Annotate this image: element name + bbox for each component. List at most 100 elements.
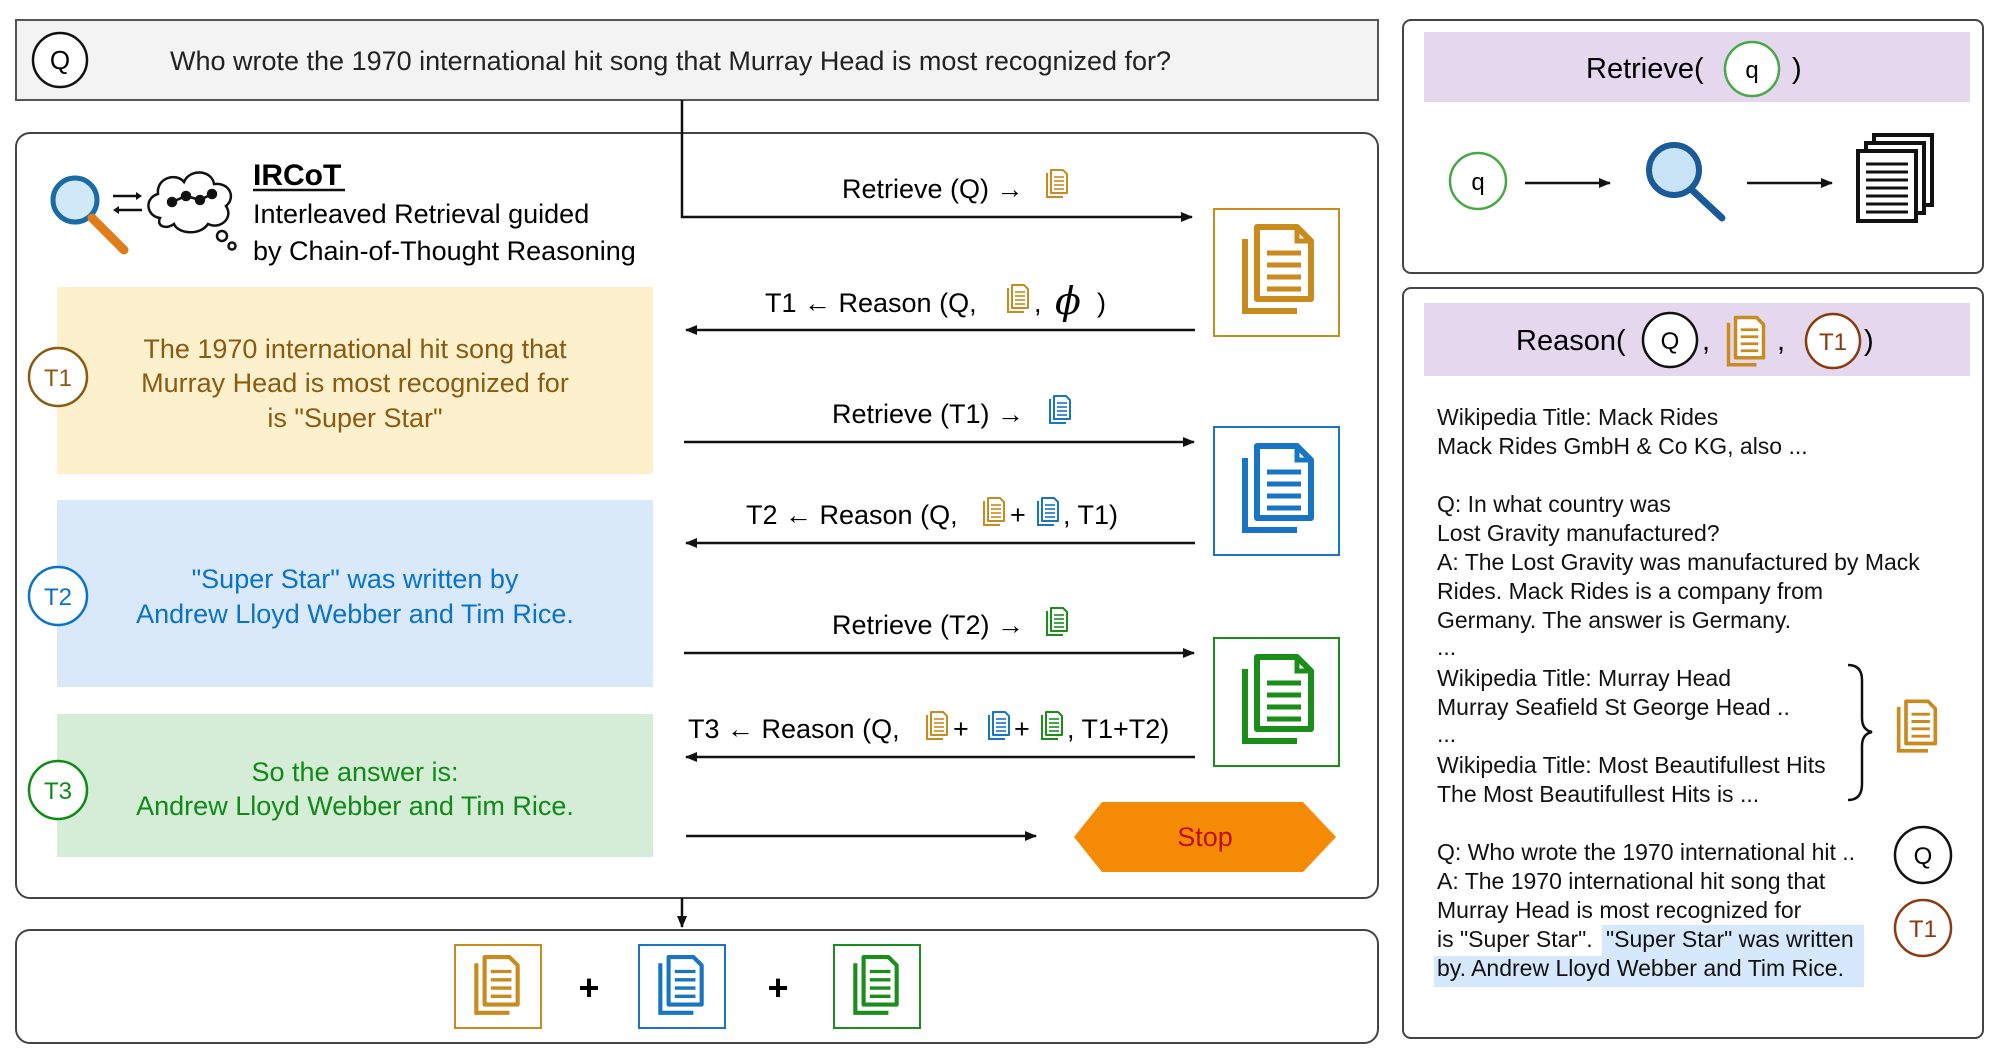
step-reason-t2-doc-orange-icon: [982, 496, 1006, 527]
thought-t2-box: [57, 500, 653, 687]
step-reason-t3-label-pre: T3 ← Reason (Q,: [688, 714, 900, 744]
reason-panel-q-marker: [1641, 311, 1699, 369]
prompt-line: Wikipedia Title: Most Beautifullest Hits: [1437, 752, 1826, 778]
reason-panel-sep2: ,: [1777, 325, 1785, 357]
step-reason-t2-plus: +: [1010, 500, 1026, 530]
retrieve-panel-q-label: q: [1745, 57, 1758, 84]
retriever-search-icon: [1646, 142, 1726, 222]
thought-cloud-icon: [147, 171, 237, 251]
prompt-line: Q: Who wrote the 1970 international hit …: [1437, 839, 1855, 865]
step-retrieve-q-doc-icon: [1045, 168, 1069, 199]
question-marker: [31, 31, 89, 89]
prompt-line: The Most Beautifullest Hits is ...: [1437, 781, 1759, 807]
thought-t1-marker: [27, 346, 89, 408]
reason-panel: [1402, 287, 1984, 1039]
step-reason-t2-doc-blue-icon: [1036, 496, 1060, 527]
reason-panel-q-label: Q: [1661, 328, 1680, 355]
highlight-t2-1: [1602, 925, 1864, 956]
doc-stack-green-icon: [1245, 657, 1311, 741]
highlight-t2-2: [1434, 956, 1864, 987]
step-retrieve-q-label: Retrieve (Q) →: [842, 174, 1024, 204]
prompt-line: is "Super Star".: [1437, 926, 1593, 952]
prompt-line: Germany. The answer is Germany.: [1437, 607, 1791, 633]
double-arrow-icon: [113, 192, 142, 214]
step-reason-t3-doc-orange-icon: [925, 710, 949, 741]
thought-t1: T1 The 1970 international hit song that …: [27, 287, 653, 474]
step-reason-t3-doc-blue-icon: [987, 710, 1011, 741]
reason-panel-title-pre: Reason(: [1516, 325, 1626, 357]
prompt-q-label: Q: [1914, 843, 1933, 870]
prompt-q-marker: [1893, 825, 1953, 885]
question-text: Who wrote the 1970 international hit son…: [170, 46, 1171, 76]
step-reason-t2-post: , T1): [1063, 500, 1118, 530]
step-reason-t1-label-pre: T1 ← Reason (Q,: [765, 288, 977, 318]
doc-stack-orange-icon: [1245, 227, 1311, 311]
ircot-subtitle-line2: by Chain-of-Thought Reasoning: [253, 236, 636, 266]
result-plus-1: +: [578, 967, 599, 1008]
thought-t3-marker: [27, 759, 89, 821]
step-reason-t1-doc-icon: [1006, 283, 1030, 314]
doc-stack-blue-icon: [1245, 446, 1311, 530]
prompt-line: Murray Seafield St George Head ..: [1437, 694, 1790, 720]
step-retrieve-t2-label: Retrieve (T2) →: [832, 610, 1024, 640]
thought-t2: T2 "Super Star" was written by Andrew Ll…: [27, 500, 653, 687]
prompt-line: ...: [1437, 721, 1456, 747]
retrieve-panel-title-post: ): [1792, 53, 1802, 85]
prompt-line: Rides. Mack Rides is a company from: [1437, 578, 1823, 604]
retrieve-panel-q-marker: [1723, 40, 1781, 98]
thought-t2-marker: [27, 565, 89, 627]
prompt-line: Q: In what country was: [1437, 491, 1671, 517]
step-reason-t2-label-pre: T2 ← Reason (Q,: [746, 500, 958, 530]
ircot-subtitle-line1: Interleaved Retrieval guided: [253, 199, 589, 229]
step-reason-t1-phi: ϕ: [1055, 279, 1081, 323]
thought-t2-marker-label: T2: [44, 584, 72, 611]
thought-t3-box: [57, 714, 653, 857]
stop-hexagon: [1074, 802, 1336, 872]
thought-t1-line2: Murray Head is most recognized for: [141, 368, 569, 398]
prompt-line-highlight: "Super Star" was written: [1606, 926, 1854, 952]
reason-panel-title-post: ): [1864, 325, 1874, 357]
thought-t2-line1: "Super Star" was written by: [192, 564, 519, 594]
document-corpus-icon: [1856, 133, 1934, 223]
step-retrieve-t1-doc-icon: [1048, 394, 1072, 425]
prompt-line: A: The 1970 international hit song that: [1437, 868, 1826, 894]
retrieve-flow-q-label: q: [1471, 169, 1484, 196]
question-marker-label: Q: [50, 45, 70, 75]
thought-t3-marker-label: T3: [44, 778, 72, 805]
retrieve-panel-title-pre: Retrieve(: [1586, 53, 1704, 85]
thought-t1-line3: is "Super Star": [267, 403, 442, 433]
retrieve-panel-header: [1424, 32, 1970, 102]
retrieved-docs-brace: [1847, 663, 1873, 802]
prompt-line: A: The Lost Gravity was manufactured by …: [1437, 549, 1920, 575]
prompt-line: Wikipedia Title: Mack Rides: [1437, 404, 1718, 430]
step-reason-t3-post: , T1+T2): [1067, 714, 1169, 744]
reason-panel-sep1: ,: [1702, 325, 1710, 357]
step-reason-t3-plus2: +: [1014, 714, 1030, 744]
search-icon: [50, 175, 129, 255]
reason-panel-doc-icon: [1726, 315, 1766, 367]
thought-t1-marker-label: T1: [44, 365, 72, 392]
question-to-retrieve-arrow: [680, 100, 1193, 222]
prompt-t1-label: T1: [1909, 916, 1937, 943]
thought-t1-line1: The 1970 international hit song that: [143, 334, 567, 364]
step-reason-t1-sep: ,: [1034, 288, 1042, 318]
prompt-line: Wikipedia Title: Murray Head: [1437, 665, 1731, 691]
thought-t1-box: [57, 287, 653, 474]
reason-panel-t1-label: T1: [1819, 329, 1847, 356]
result-plus-2: +: [767, 967, 788, 1008]
thought-t3-line2: Andrew Lloyd Webber and Tim Rice.: [136, 791, 574, 821]
question-bar: Q Who wrote the 1970 international hit s…: [15, 19, 1379, 101]
prompt-line-highlight: by. Andrew Lloyd Webber and Tim Rice.: [1437, 955, 1844, 981]
prompt-line: Murray Head is most recognized for: [1437, 897, 1802, 923]
reason-panel-t1-marker: [1804, 312, 1862, 370]
step-retrieve-t1-label: Retrieve (T1) →: [832, 399, 1024, 429]
result-doc-orange-icon: [476, 957, 517, 1013]
thought-t3-line1: So the answer is:: [251, 757, 458, 787]
reason-prompt-text: Wikipedia Title: Mack Rides Mack Rides G…: [1434, 404, 1920, 987]
ircot-title: IRCoT: [253, 159, 341, 192]
prompt-line: Mack Rides GmbH & Co KG, also ...: [1437, 433, 1808, 459]
step-reason-t3-doc-green-icon: [1040, 710, 1064, 741]
step-retrieve-t2-doc-icon: [1045, 606, 1069, 637]
thought-t3: T3 So the answer is: Andrew Lloyd Webber…: [27, 714, 653, 857]
